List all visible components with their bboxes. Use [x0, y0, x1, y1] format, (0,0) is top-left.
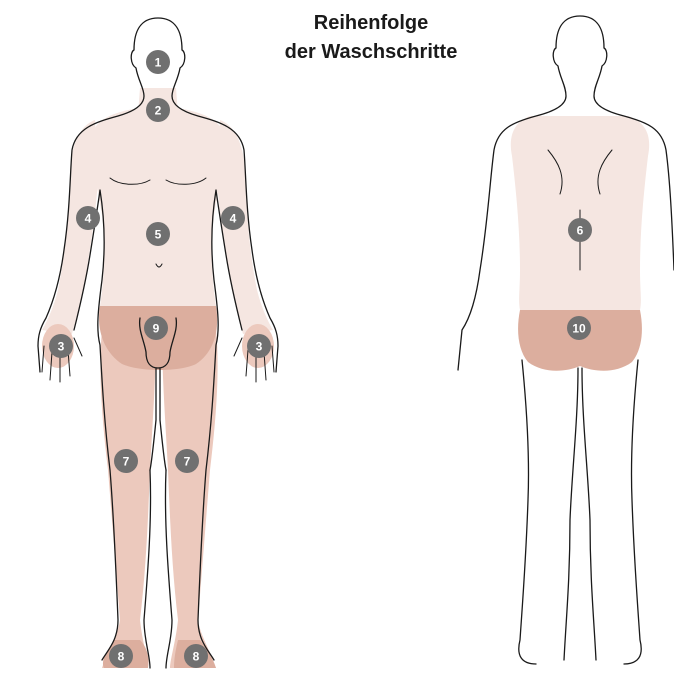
svg-text:6: 6 [577, 224, 584, 238]
front-leg-left-zone [100, 330, 156, 668]
step-marker-genital: 9 [144, 316, 168, 340]
step-marker-neck: 2 [146, 98, 170, 122]
front-leg-right-zone [162, 330, 218, 668]
back-body-figure [458, 16, 674, 664]
svg-text:7: 7 [123, 455, 130, 469]
svg-text:9: 9 [153, 322, 160, 336]
svg-text:5: 5 [155, 228, 162, 242]
svg-text:3: 3 [58, 340, 65, 354]
title-line-1: Reihenfolge [314, 12, 428, 34]
step-marker-back: 6 [568, 218, 592, 242]
step-marker-leg-right: 7 [175, 449, 199, 473]
step-marker-arm-left: 4 [76, 206, 100, 230]
step-marker-hand-left: 3 [49, 334, 73, 358]
step-marker-foot-right: 8 [184, 644, 208, 668]
svg-text:4: 4 [230, 212, 237, 226]
step-marker-arm-right: 4 [221, 206, 245, 230]
svg-text:7: 7 [184, 455, 191, 469]
svg-text:4: 4 [85, 212, 92, 226]
svg-text:3: 3 [256, 340, 263, 354]
title-line-2: der Waschschritte [285, 41, 458, 63]
step-marker-hand-right: 3 [247, 334, 271, 358]
svg-text:2: 2 [155, 104, 162, 118]
step-marker-foot-left: 8 [109, 644, 133, 668]
step-marker-leg-left: 7 [114, 449, 138, 473]
front-torso-zone [92, 108, 224, 306]
svg-text:8: 8 [193, 650, 200, 664]
svg-text:10: 10 [572, 322, 586, 336]
step-marker-buttocks: 10 [567, 316, 591, 340]
step-marker-head: 1 [146, 50, 170, 74]
step-marker-torso: 5 [146, 222, 170, 246]
svg-text:1: 1 [155, 56, 162, 70]
svg-text:8: 8 [118, 650, 125, 664]
